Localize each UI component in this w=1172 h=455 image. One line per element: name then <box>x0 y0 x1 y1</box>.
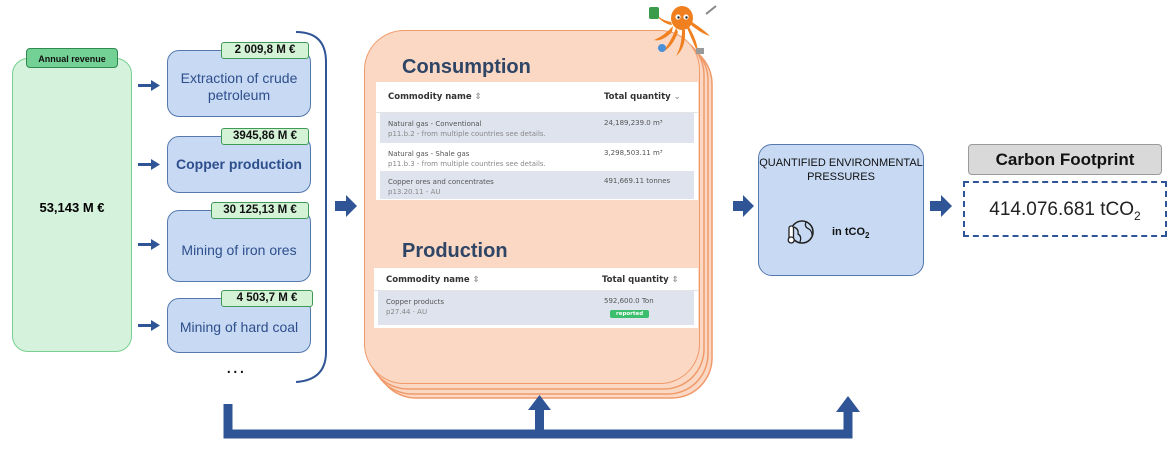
arrow-to-sector-4 <box>138 320 160 331</box>
environmental-pressures-box <box>758 144 924 276</box>
carbon-footprint-value-box <box>963 181 1167 237</box>
production-col-commodity[interactable]: Commodity name ⇕ <box>386 275 480 285</box>
arrow-to-footprint <box>930 195 952 217</box>
carbon-footprint-value: 414.076.681 tCO2 <box>989 199 1141 223</box>
carbon-footprint-title: Carbon Footprint <box>968 144 1162 175</box>
production-col-quantity[interactable]: Total quantity ⇕ <box>602 275 679 285</box>
consumption-title: Consumption <box>402 56 531 78</box>
sector-revenue-hard-coal: 4 503,7 M € <box>221 290 313 307</box>
sector-revenue-iron-ores: 30 125,13 M € <box>211 202 309 219</box>
feedback-arrow-panel <box>528 395 551 436</box>
arrow-to-pressures <box>733 195 754 217</box>
sector-revenue-copper: 3945,86 M € <box>221 128 309 145</box>
pressures-unit: in tCO2 <box>832 226 870 241</box>
reported-badge: reported <box>610 310 650 318</box>
feedback-arrow-pressures <box>836 396 860 412</box>
production-title: Production <box>402 240 508 262</box>
sectors-bracket <box>295 31 327 383</box>
environmental-pressures-title: QUANTIFIED ENVIRONMENTAL PRESSURES <box>759 157 923 183</box>
production-table: Commodity name ⇕ Total quantity ⇕ Copper… <box>374 268 698 328</box>
consumption-col-commodity[interactable]: Commodity name ⇕ <box>388 92 482 102</box>
arrow-to-panel <box>335 195 357 217</box>
annual-revenue-total: 53,143 M € <box>39 200 105 215</box>
sector-box-crude-petroleum: Extraction of crude petroleum <box>167 50 311 117</box>
octopus-mascot-icon <box>649 5 717 56</box>
sector-box-hard-coal: Mining of hard coal <box>167 298 311 353</box>
more-sectors-ellipsis: ... <box>226 356 246 378</box>
production-table-header: Commodity name ⇕ Total quantity ⇕ <box>374 268 698 291</box>
consumption-col-quantity[interactable]: Total quantity ⌄ <box>604 92 681 102</box>
consumption-table: Commodity name ⇕ Total quantity ⌄ Natura… <box>376 82 698 200</box>
annual-revenue-tag: Annual revenue <box>26 48 118 68</box>
globe-thermometer-icon <box>787 220 814 244</box>
sector-revenue-crude-petroleum: 2 009,8 M € <box>221 42 309 59</box>
sector-box-iron-ores: Mining of iron ores <box>167 210 311 282</box>
arrow-to-sector-3 <box>138 239 160 250</box>
arrow-to-sector-2 <box>138 159 160 170</box>
revenue-box <box>12 58 132 352</box>
arrow-to-sector-1 <box>138 80 160 91</box>
consumption-table-header: Commodity name ⇕ Total quantity ⌄ <box>376 82 698 113</box>
